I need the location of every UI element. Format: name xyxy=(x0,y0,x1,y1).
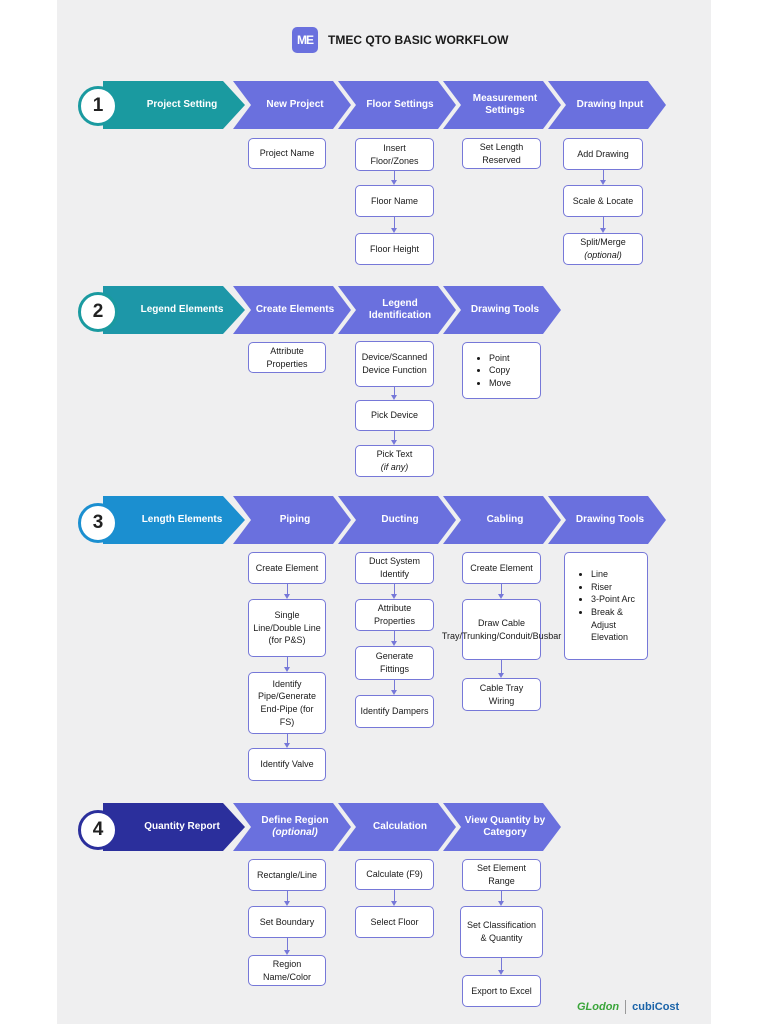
glodon-logo: GLodon xyxy=(577,1001,620,1013)
box-set-length-reserved: Set Length Reserved xyxy=(462,138,541,169)
logo-icon: ME xyxy=(292,27,318,53)
chevron-legend-identification: Legend Identification xyxy=(338,286,456,334)
box-device-function: Device/Scanned Device Function xyxy=(355,341,434,387)
chevron-legend-elements: Legend Elements xyxy=(103,286,245,334)
box-split-merge: Split/Merge (optional) xyxy=(563,233,643,265)
chevron-drawing-tools-3: Drawing Tools xyxy=(548,496,666,544)
chevron-piping: Piping xyxy=(233,496,351,544)
box-set-element-range: Set Element Range xyxy=(462,859,541,891)
box-create-element-piping: Create Element xyxy=(248,552,326,584)
page-title: TMEC QTO BASIC WORKFLOW xyxy=(328,33,509,47)
chevron-project-setting: Project Setting xyxy=(103,81,245,129)
box-add-drawing: Add Drawing xyxy=(563,138,643,170)
chevron-calculation: Calculation xyxy=(338,803,456,851)
box-attribute-properties: Attribute Properties xyxy=(248,342,326,373)
box-set-classification: Set Classification & Quantity xyxy=(460,906,543,958)
chevron-define-region: Define Region (optional) xyxy=(233,803,351,851)
box-cable-tray-wiring: Cable Tray Wiring xyxy=(462,678,541,711)
box-draw-cable-tray: Draw Cable Tray/Trunking/Conduit/Busbar xyxy=(442,599,561,660)
chevron-new-project: New Project xyxy=(233,81,351,129)
box-insert-floor-zones: Insert Floor/Zones xyxy=(355,138,434,171)
chevron-create-elements: Create Elements xyxy=(233,286,351,334)
box-identify-dampers: Identify Dampers xyxy=(355,695,434,728)
chevron-measurement-settings: Measurement Settings xyxy=(443,81,561,129)
box-pick-text: Pick Text (if any) xyxy=(355,445,434,477)
box-rectangle-line: Rectangle/Line xyxy=(248,859,326,891)
box-calculate-f9: Calculate (F9) xyxy=(355,859,434,890)
chevron-cabling: Cabling xyxy=(443,496,561,544)
step-number-2: 2 xyxy=(78,292,118,332)
box-region-name-color: Region Name/Color xyxy=(248,955,326,986)
box-identify-valve: Identify Valve xyxy=(248,748,326,781)
box-set-boundary: Set Boundary xyxy=(248,906,326,938)
box-scale-locate: Scale & Locate xyxy=(563,185,643,217)
box-single-double-line: Single Line/Double Line (for P&S) xyxy=(248,599,326,657)
step-number-1: 1 xyxy=(78,86,118,126)
chevron-length-elements: Length Elements xyxy=(103,496,245,544)
chevron-floor-settings: Floor Settings xyxy=(338,81,456,129)
brand-divider xyxy=(625,1000,627,1014)
box-floor-height: Floor Height xyxy=(355,233,434,265)
chevron-ducting: Ducting xyxy=(338,496,456,544)
header: ME TMEC QTO BASIC WORKFLOW xyxy=(292,26,508,54)
box-pick-device: Pick Device xyxy=(355,400,434,431)
box-export-to-excel: Export to Excel xyxy=(462,975,541,1007)
chevron-view-quantity: View Quantity by Category xyxy=(443,803,561,851)
step-number-3: 3 xyxy=(78,503,118,543)
box-identify-pipe: Identify Pipe/Generate End-Pipe (for FS) xyxy=(248,672,326,734)
chevron-quantity-report: Quantity Report xyxy=(103,803,245,851)
footer-brands: GLodon cubiCost xyxy=(577,1000,679,1014)
box-duct-system-identify: Duct System Identify xyxy=(355,552,434,584)
box-project-name: Project Name xyxy=(248,138,326,169)
chevron-drawing-input: Drawing Input xyxy=(548,81,666,129)
box-generate-fittings: Generate Fittings xyxy=(355,646,434,680)
cubicost-logo: cubiCost xyxy=(632,1001,680,1013)
box-drawing-tools-list-2: Point Copy Move xyxy=(462,342,541,399)
step-number-4: 4 xyxy=(78,810,118,850)
chevron-drawing-tools-2: Drawing Tools xyxy=(443,286,561,334)
box-select-floor: Select Floor xyxy=(355,906,434,938)
box-floor-name: Floor Name xyxy=(355,185,434,217)
box-drawing-tools-list-3: Line Riser 3-Point Arc Break & Adjust El… xyxy=(564,552,648,660)
box-create-element-cabling: Create Element xyxy=(462,552,541,584)
box-duct-attribute-properties: Attribute Properties xyxy=(355,599,434,631)
